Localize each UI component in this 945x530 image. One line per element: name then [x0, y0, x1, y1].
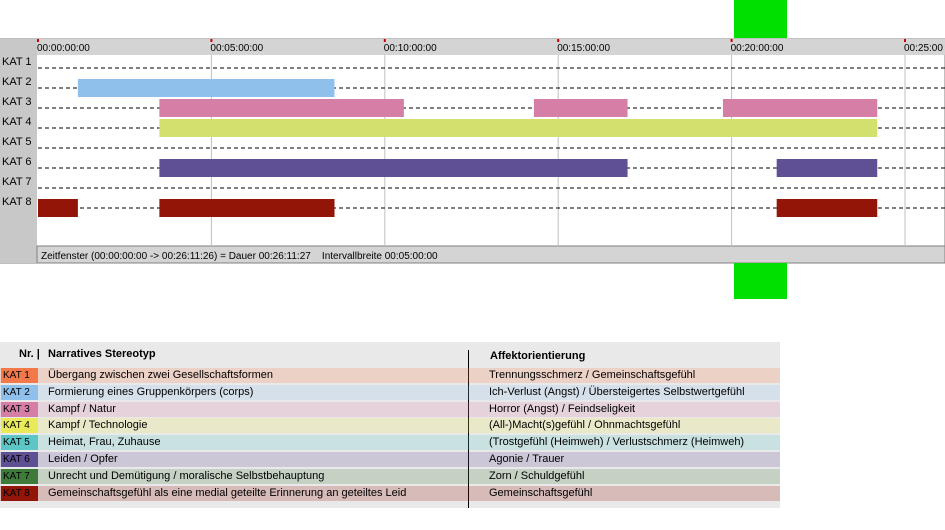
legend-row: KAT 3 Kampf / Natur Horror (Angst) / Feind… — [0, 401, 780, 417]
category-badge: KAT 2 — [1, 384, 38, 400]
x-tick-label: 00:00:00:00 — [37, 43, 90, 54]
legend-header-narrative: Narratives Stereotyp — [48, 348, 156, 360]
affect-text: Trennungsschmerz / Gemeinschaftsgefühl — [489, 369, 696, 381]
row-label: KAT 6 — [2, 156, 32, 168]
x-tick-label: 00:10:00:00 — [384, 43, 437, 54]
interval-bar — [533, 99, 628, 117]
x-tick-label: 00:05:00:00 — [210, 43, 263, 54]
affect-text: Ich-Verlust (Angst) / Übersteigertes Sel… — [489, 385, 745, 398]
status-text: Zeitfenster (00:00:00:00 -> 00:26:11:26)… — [41, 251, 438, 262]
interval-bar — [38, 199, 78, 217]
narrative-text: Formierung eines Gruppenkörpers (corps) — [48, 385, 254, 398]
affect-text: (All-)Macht(s)gefühl / Ohnmachtsgefühl — [489, 419, 681, 432]
chart-frame — [0, 38, 945, 264]
row-label: KAT 3 — [2, 96, 32, 108]
narrative-text: Gemeinschaftsgefühl als eine medial gete… — [48, 486, 407, 499]
legend-row-band — [0, 435, 780, 451]
time-ruler — [37, 39, 945, 55]
narrative-text: Heimat, Frau, Zuhause — [48, 436, 161, 449]
affect-text: Agonie / Trauer — [489, 453, 565, 465]
legend-row: KAT 5 Heimat, Frau, Zuhause (Trostgefühl (… — [0, 434, 780, 451]
affect-text: Horror (Angst) / Feindseligkeit — [489, 402, 636, 415]
narrative-text: Kampf / Natur — [48, 402, 116, 415]
status-bar — [36, 245, 945, 264]
x-tick-label: 00:15:00:00 — [557, 43, 610, 54]
interval-bar — [159, 99, 404, 117]
legend-row-band — [0, 418, 780, 434]
legend-row-band — [0, 401, 780, 417]
category-badge: KAT 5 — [1, 435, 38, 451]
playhead-marker-top — [734, 0, 788, 38]
narrative-text: Leiden / Opfer — [48, 453, 118, 465]
narrative-text: Übergang zwischen zwei Gesellschaftsform… — [48, 369, 273, 381]
x-tick-label: 00:25:00 — [904, 43, 943, 54]
playhead-marker-bottom — [734, 263, 788, 299]
legend-row: KAT 4 Kampf / Technologie (All-)Macht(s)ge… — [0, 417, 780, 434]
row-label: KAT 4 — [2, 116, 32, 128]
legend-row-band — [0, 452, 780, 467]
category-label-column — [0, 39, 37, 263]
interval-bar — [159, 119, 878, 137]
legend-row-band — [0, 485, 780, 501]
interval-bar — [77, 79, 335, 97]
legend-row: KAT 1 Übergang zwischen zwei Gesellschaft… — [0, 367, 780, 383]
legend-row-band — [0, 368, 780, 383]
legend-row: KAT 6 Leiden / Opfer Agonie / Trauer — [0, 451, 780, 467]
x-tick-label: 00:20:00:00 — [731, 43, 784, 54]
row-label: KAT 8 — [2, 196, 32, 208]
legend-row: KAT 8 Gemeinschaftsgefühl als eine medial… — [0, 485, 780, 501]
row-label: KAT 7 — [2, 176, 32, 188]
legend-header-nr: Nr. | — [19, 348, 40, 360]
affect-text: (Trostgefühl (Heimweh) / Verlustschmerz … — [489, 436, 745, 449]
category-badge: KAT 4 — [1, 418, 38, 434]
narrative-text: Unrecht und Demütigung / moralische Selb… — [48, 469, 325, 482]
category-badge: KAT 8 — [1, 485, 38, 501]
category-badge: KAT 6 — [1, 452, 38, 467]
interval-bar — [159, 159, 628, 177]
legend-row-band — [0, 468, 780, 484]
category-badge: KAT 1 — [1, 368, 38, 383]
interval-bar — [776, 199, 878, 217]
interval-bar — [159, 199, 335, 217]
row-label: KAT 1 — [2, 56, 32, 68]
row-label: KAT 5 — [2, 136, 32, 148]
legend-row-band — [0, 384, 780, 400]
category-badge: KAT 7 — [1, 468, 38, 484]
category-badge: KAT 3 — [1, 401, 38, 417]
row-label: KAT 2 — [2, 76, 32, 88]
legend-header-affect: Affektorientierung — [490, 350, 586, 362]
affect-text: Gemeinschaftsgefühl — [489, 486, 593, 499]
interval-bar — [776, 159, 878, 177]
affect-text: Zorn / Schuldgefühl — [489, 469, 585, 482]
timeline-chart: 00:00:00:00 00:05:00:00 00:10:00:00 00:15:0… — [0, 0, 945, 299]
legend-column-separator — [468, 350, 469, 508]
narrative-text: Kampf / Technologie — [48, 419, 148, 432]
legend-row: KAT 7 Unrecht und Demütigung / moralische… — [0, 468, 780, 484]
legend-row: KAT 2 Formierung eines Gruppenkörpers (co… — [0, 384, 780, 400]
interval-bar — [722, 99, 878, 117]
category-legend-table: Nr. | Narratives Stereotyp Affektorienti… — [0, 342, 780, 508]
